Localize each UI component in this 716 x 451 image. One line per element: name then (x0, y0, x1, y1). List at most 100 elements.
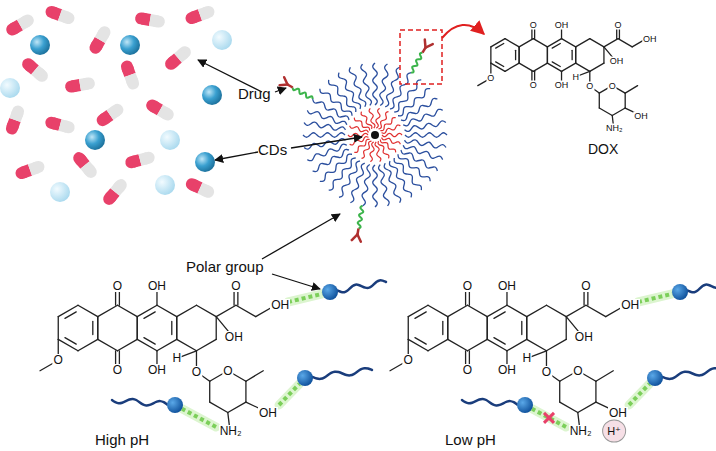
drug-capsule (4, 104, 26, 136)
cd-sphere (160, 130, 180, 150)
atom-label: O (53, 354, 64, 366)
atom-label: O (230, 280, 241, 292)
atom-label: O (572, 365, 583, 377)
atom-label: H (521, 352, 532, 364)
drug-capsule (64, 76, 96, 93)
drug-capsule (94, 101, 125, 128)
polar-group (279, 368, 372, 405)
atom-label: OH (574, 331, 594, 343)
polar-group (629, 368, 716, 405)
polymer-chain (403, 109, 442, 125)
polar-group (112, 397, 216, 427)
polymer-chain (339, 161, 360, 197)
atom-label: OH (609, 57, 625, 66)
atom-label: O (222, 365, 233, 377)
compound-label: DOX (588, 142, 618, 156)
atom-label: O (529, 21, 538, 30)
drug-capsule (71, 150, 99, 181)
atom-label: O (191, 366, 202, 378)
atom-label: OH (258, 407, 278, 419)
polymer-chain (338, 73, 360, 109)
polymer-chain (390, 73, 411, 109)
polymer-chain (405, 133, 447, 138)
atom-label: OH (554, 21, 570, 30)
drug-linker-arm (411, 40, 433, 73)
broken-bond-mark (544, 413, 554, 423)
core-chain (362, 141, 372, 158)
polymer-chain (320, 154, 352, 181)
polymer-chain (329, 80, 356, 112)
drug-capsule (87, 24, 112, 56)
drug-capsule (14, 159, 46, 181)
drug-capsule (4, 12, 36, 37)
drug-capsule (163, 44, 194, 72)
atom-label: OH (497, 364, 517, 376)
polymer-chain (398, 89, 430, 116)
cd-sphere (155, 175, 175, 195)
atom-label: OH (633, 111, 649, 120)
cds-label: CDs (258, 142, 287, 157)
atom-label: O (403, 354, 414, 366)
core-chain (375, 142, 381, 162)
core-chain (348, 133, 368, 136)
polymer-chain (401, 150, 437, 171)
atom-label: O (112, 364, 123, 376)
core-chain (369, 108, 375, 128)
atom-label: O (462, 364, 473, 376)
zoom-arrow (442, 25, 484, 38)
atom-label: O (462, 280, 473, 292)
dox-structure (40, 286, 275, 429)
drug-capsule (119, 59, 141, 91)
atom-label: NH₂ (219, 425, 243, 437)
leader-lines (198, 25, 484, 289)
polymer-chain (401, 98, 437, 120)
atom-label: OH (497, 280, 517, 292)
atom-label: H (171, 352, 182, 364)
polymer-chain (394, 158, 421, 190)
drug-capsule (44, 115, 76, 134)
polymer-chain (373, 63, 378, 105)
drug-capsule (144, 97, 176, 122)
atom-label: OH (642, 34, 658, 43)
drug-capsule (20, 56, 51, 84)
atom-label: OH (270, 299, 290, 311)
atom-label: OH (147, 280, 167, 292)
core-chain (382, 125, 401, 133)
cd-sphere (120, 35, 140, 55)
core-chain (378, 141, 389, 158)
polymer-chain (361, 64, 372, 105)
highlight-box (400, 30, 442, 84)
atom-label: O (580, 280, 591, 292)
cd-sphere (0, 78, 20, 98)
drug-capsule (101, 177, 129, 208)
polymer-chain (313, 149, 349, 171)
drug-capsule (184, 4, 216, 26)
atom-label: H (571, 72, 580, 81)
drug-capsule (184, 176, 216, 200)
polar-group (638, 280, 716, 302)
polymer-chain (349, 67, 365, 106)
polar-group (462, 397, 566, 427)
drug-label: Drug (238, 86, 271, 101)
ph-label: Low pH (445, 432, 496, 447)
cd-sphere (212, 30, 232, 50)
polymer-chain (373, 165, 378, 207)
atom-label: NH₂ (569, 425, 593, 437)
core-chain (376, 108, 380, 128)
atom-label: O (608, 81, 617, 90)
atom-label: O (585, 82, 594, 91)
atom-label: O (614, 21, 623, 30)
polymer-chain (379, 165, 390, 206)
atom-label: OH (620, 299, 640, 311)
drug-capsule (44, 4, 76, 26)
polymer-chain (384, 163, 400, 202)
cd-core (371, 131, 379, 139)
ph-label: High pH (95, 432, 149, 447)
atom-label: OH (224, 331, 244, 343)
polar-group-label: Polar group (186, 259, 264, 274)
core-chain (379, 112, 389, 129)
cd-sphere (195, 152, 215, 172)
cd-sphere (85, 130, 105, 150)
dox-structure (478, 25, 647, 127)
